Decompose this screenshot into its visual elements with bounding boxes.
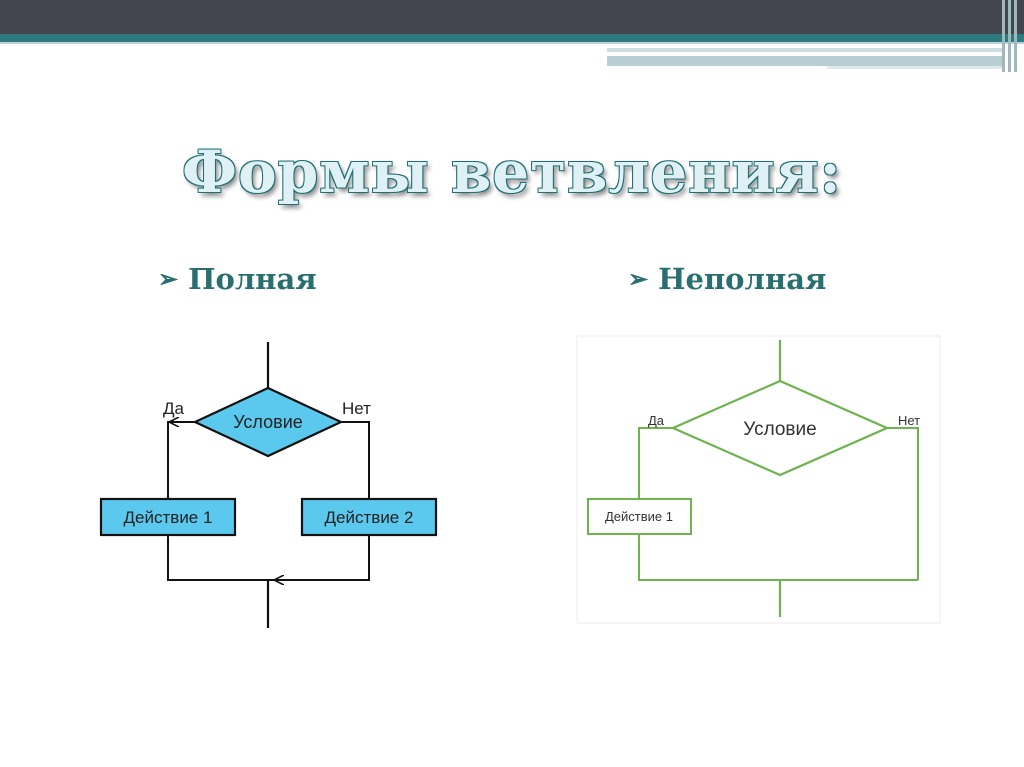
decision-label: Условие — [743, 419, 816, 440]
slide-title: Формы ветвления: — [182, 138, 842, 206]
flow-line-no — [341, 421, 370, 499]
bullet-full-label: Полная — [188, 262, 317, 296]
action1-label: Действие 1 — [124, 508, 213, 527]
yes-label: Да — [648, 413, 665, 428]
header-accent-line — [0, 34, 1024, 42]
action1-box — [587, 498, 692, 535]
no-label: Нет — [342, 399, 371, 418]
decor-vertical-bar — [1002, 0, 1005, 72]
action2-label: Действие 2 — [325, 508, 414, 527]
flow-line-no — [887, 427, 919, 580]
decor-strip — [607, 48, 1002, 52]
no-label: Нет — [898, 413, 920, 428]
action2-box — [300, 497, 438, 537]
bullet-full: ➢ Полная — [158, 262, 317, 296]
yes-label: Да — [163, 399, 185, 418]
decor-vertical-bar — [1008, 0, 1011, 72]
decor-strip — [607, 56, 1002, 66]
bullet-partial: ➢ Неполная — [628, 262, 826, 296]
chevron-right-icon: ➢ — [628, 264, 649, 293]
diagram-frame — [576, 335, 941, 624]
decor-strip — [827, 66, 1002, 69]
decision-diamond — [670, 379, 890, 477]
header-thin-line — [0, 42, 1024, 44]
flow-line-merge — [167, 535, 370, 581]
flowchart-full: Условие Да Нет Действие 1 Действие 2 — [99, 342, 438, 628]
header-dark-bar — [0, 0, 1024, 34]
action1-label: Действие 1 — [605, 509, 673, 524]
decision-diamond — [192, 386, 344, 458]
flow-line-merge — [638, 534, 918, 581]
flow-line-yes — [638, 427, 673, 499]
bullet-partial-label: Неполная — [658, 262, 827, 296]
decision-label: Условие — [233, 412, 303, 432]
flowchart-partial: Условие Да Нет Действие 1 — [576, 335, 941, 624]
flow-line-yes — [167, 421, 195, 499]
chevron-right-icon: ➢ — [158, 264, 179, 293]
decor-vertical-bar — [1014, 0, 1017, 72]
action1-box — [99, 497, 237, 537]
